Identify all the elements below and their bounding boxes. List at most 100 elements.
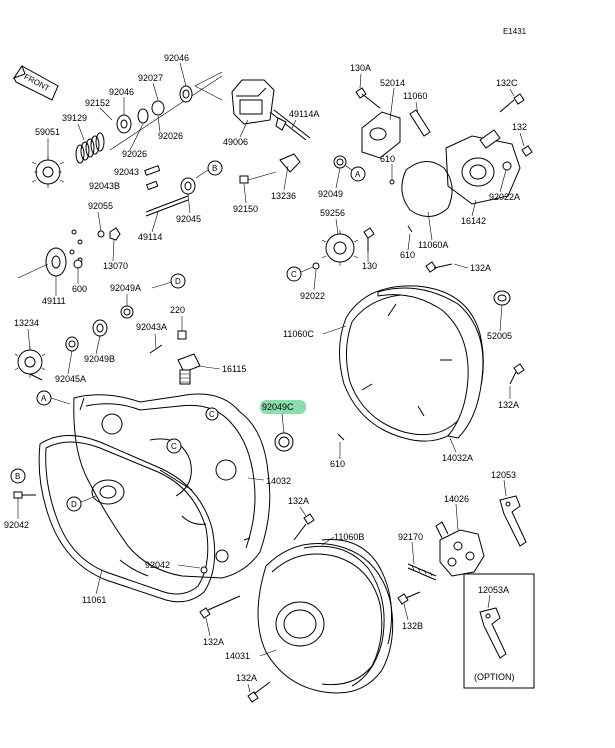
label-59051: 59051 [35,127,60,137]
gear-59051 [31,156,65,188]
label-92022A: 92022A [489,192,520,202]
label-132A_b: 132A [498,400,519,410]
label-12053A: 12053A [478,585,509,595]
svg-text:B: B [212,164,217,173]
label-92045: 92045 [176,214,201,224]
label-220: 220 [170,305,185,315]
callout-d-circle-2: D [66,496,82,512]
label-13070: 13070 [103,261,128,271]
label-39129: 39129 [62,113,87,123]
svg-text:D: D [71,500,77,509]
label-92049: 92049 [318,189,343,199]
svg-text:B: B [15,472,20,481]
svg-text:A: A [355,170,361,179]
highlight-92049C [260,400,306,414]
svg-text:C: C [291,270,297,279]
label-52005: 52005 [487,331,512,341]
label-92150: 92150 [233,204,258,214]
label-92043B: 92043B [89,181,120,191]
label-11060B: 11060B [334,532,364,542]
front-arrow-icon [12,64,59,101]
label-92042: 92042 [4,520,29,530]
exhaust-valve-lever-assembly [231,79,311,173]
label-132: 132 [512,122,527,132]
label-92043A: 92043A [136,322,167,332]
label-16142: 16142 [461,216,486,226]
spring-39129 [75,132,105,164]
callout-b-circle-2: B [10,468,26,484]
label-132A_a: 132A [470,263,491,273]
label-92046: 92046 [164,53,189,63]
label-610b: 610 [400,250,415,260]
label-610a: 610 [380,154,395,164]
label-132A_e: 132A [236,673,257,683]
callout-c-circle-3: C [205,407,219,421]
label-92043: 92043 [114,167,139,177]
label-132C: 132C [496,78,518,88]
label-49114A: 49114A [289,109,319,119]
callout-b-circle-1: B [207,160,223,176]
impeller-59256 [321,230,359,266]
lever-14026 [435,521,485,577]
label-49114: 49114 [138,232,162,242]
cover-gasket-11061 [38,434,216,603]
gear-13234 [14,346,46,381]
label-11060A: 11060A [418,240,448,250]
label-14032A: 14032A [442,453,473,463]
label-11061: 11061 [82,595,106,605]
label-11060C: 11060C [283,329,314,339]
label-130: 130 [362,261,377,271]
label-52014: 52014 [380,78,405,88]
oil-filler-plug-16115 [177,353,201,385]
callout-d-circle-1: D [170,273,186,289]
label-130A: 130A [350,63,371,73]
label-92022: 92022 [300,291,325,301]
clutch-cover-gasket [338,285,484,442]
clutch-outer-cover-14031 [257,539,394,694]
option-label: (OPTION) [474,672,515,682]
label-92049A: 92049A [110,283,141,293]
water-pump-assembly [355,87,533,233]
option-box [463,573,535,689]
label-14032: 14032 [266,476,291,486]
label-92049C[interactable]: 92049C [262,402,294,412]
label-610c: 610 [330,459,345,469]
label-92045A: 92045A [55,374,86,384]
label-92026b: 92026 [122,149,147,159]
label-59256: 59256 [320,208,345,218]
impeller-49111 [17,247,67,279]
impeller-shaft-assembly [17,75,223,279]
label-600: 600 [72,284,87,294]
label-92049B: 92049B [84,354,115,364]
label-49006: 49006 [223,137,248,147]
svg-text:D: D [175,277,181,286]
label-92027: 92027 [138,73,163,83]
label-132A_d: 132A [203,637,224,647]
label-49111: 49111 [42,296,66,306]
label-132B: 132B [402,621,423,631]
svg-text:C: C [209,410,215,419]
label-13234: 13234 [14,318,39,328]
label-92026a: 92026 [158,131,183,141]
label-92170: 92170 [398,532,423,542]
label-92152: 92152 [85,98,110,108]
label-11060: 11060 [403,91,427,101]
label-14031: 14031 [225,651,250,661]
right-crankcase-cover [73,393,271,579]
label-14026: 14026 [444,494,469,504]
diagram-id: E1431 [503,27,527,36]
label-92042b: 92042 [145,560,170,570]
callout-a-circle-2: A [36,390,52,406]
label-92046b: 92046 [109,87,134,97]
callout-c-circle-1: C [286,266,302,282]
label-92055: 92055 [88,201,113,211]
svg-text:A: A [41,394,47,403]
callout-c-circle-2: C [166,438,182,454]
label-13236: 13236 [271,191,296,201]
lever-12053 [499,495,527,547]
bolt-92170 [407,563,437,581]
label-12053: 12053 [491,470,516,480]
label-16115: 16115 [222,364,246,374]
callout-a-circle-1: A [350,166,366,182]
